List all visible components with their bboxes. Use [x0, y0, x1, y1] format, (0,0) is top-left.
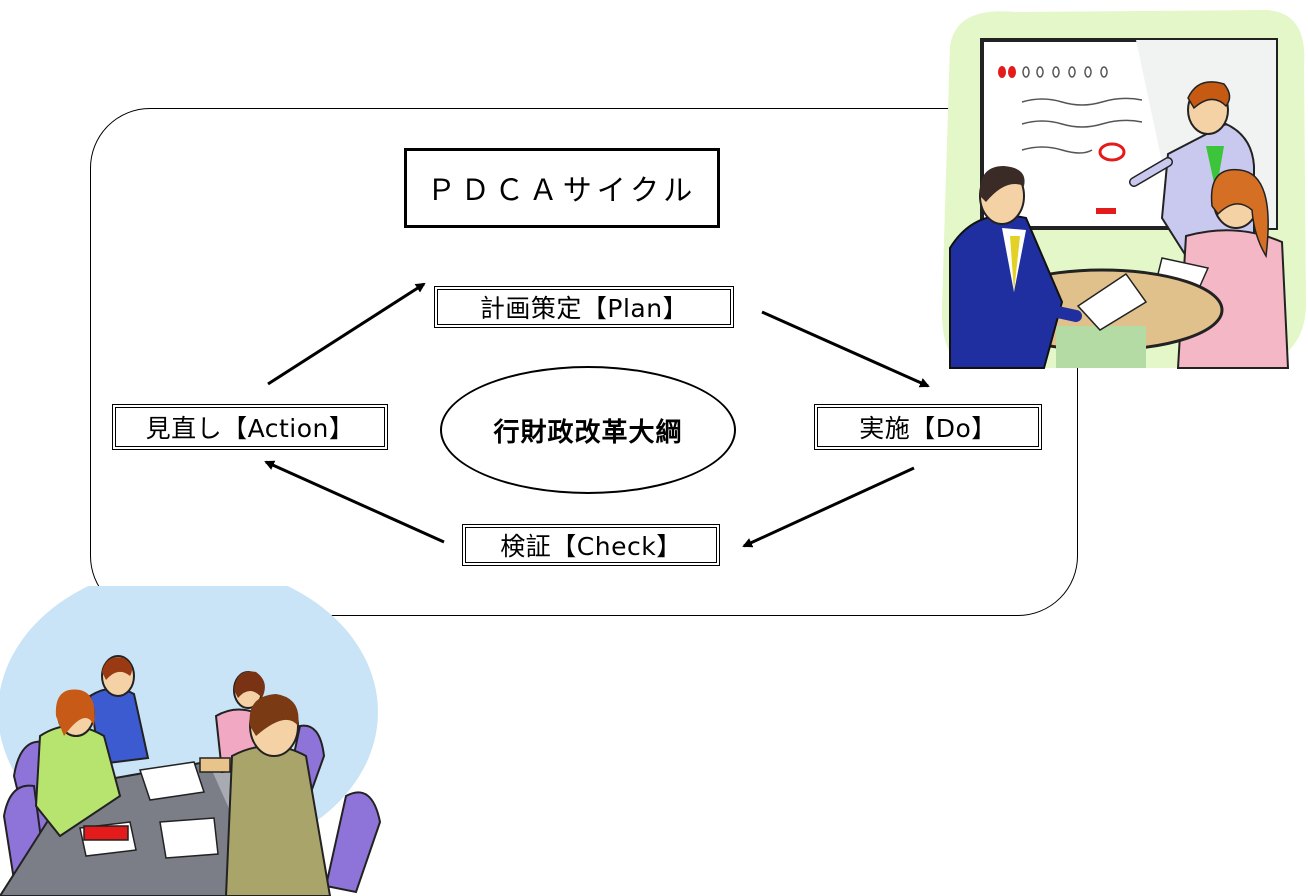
- step-do: 実施【Do】: [814, 404, 1042, 450]
- step-plan: 計画策定【Plan】: [434, 286, 734, 328]
- step-action: 見直し【Action】: [112, 404, 388, 450]
- diagram-title: ＰＤＣＡサイクル: [404, 148, 720, 228]
- step-check: 検証【Check】: [462, 524, 720, 566]
- center-policy: 行財政改革大綱: [440, 366, 736, 494]
- presentation-illustration: [941, 10, 1306, 369]
- meeting-illustration: [0, 586, 382, 896]
